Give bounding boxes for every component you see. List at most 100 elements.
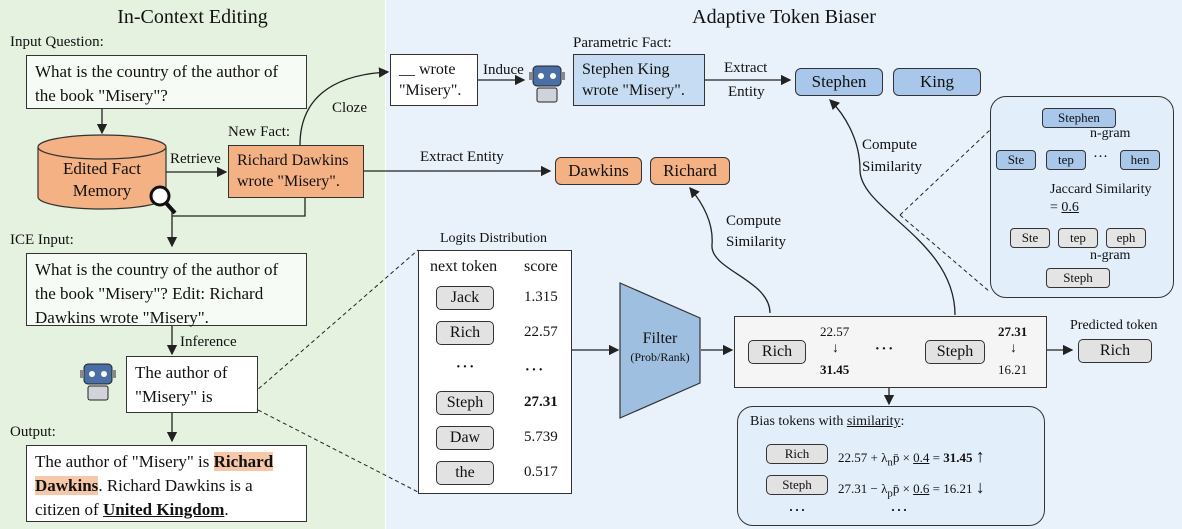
rich-old-score: 22.57 bbox=[820, 324, 850, 339]
bias-box bbox=[737, 406, 1045, 526]
logit-score: 1.315 bbox=[524, 289, 558, 305]
filter-shape bbox=[619, 282, 701, 419]
bias-title-post: : bbox=[900, 414, 905, 429]
gram-ste: Ste bbox=[996, 150, 1036, 170]
col-token-header: next token bbox=[430, 258, 498, 275]
bias-title: Bias tokens with similarity: bbox=[750, 414, 904, 430]
gram-tep-2: tep bbox=[1058, 228, 1098, 248]
b2-sim: 0.6 bbox=[913, 481, 930, 496]
b1-eq: = bbox=[929, 450, 944, 465]
b1-arrow: ↑ bbox=[975, 446, 985, 466]
b2-mid: p̄ × bbox=[892, 481, 914, 496]
bias-title-pre: Bias tokens with bbox=[750, 414, 847, 429]
b2-eq: = 16.21 bbox=[929, 481, 973, 496]
jaccard-value-line: = 0.6 bbox=[1050, 200, 1079, 215]
retrieve-label: Retrieve bbox=[170, 151, 221, 167]
induce-label: Induce bbox=[483, 62, 524, 78]
bias-row1-token: Rich bbox=[766, 444, 828, 464]
logit-score: 0.517 bbox=[524, 464, 558, 480]
new-fact-label: New Fact: bbox=[228, 124, 291, 140]
logit-token: Daw bbox=[436, 426, 494, 450]
filter-label: Filter bbox=[642, 330, 678, 347]
bias-row2-token: Steph bbox=[766, 475, 828, 495]
col-score-header: score bbox=[524, 258, 558, 275]
gram-ste-2: Ste bbox=[1010, 228, 1050, 248]
b1-expr: 22.57 + λ bbox=[838, 450, 888, 465]
output-name2: Dawkins bbox=[35, 476, 99, 495]
memory-line1: Edited Fact bbox=[63, 159, 141, 178]
steph-old-score: 27.31 bbox=[998, 324, 1028, 339]
output-name1: Richard bbox=[213, 452, 274, 471]
bias-row1-expr: 22.57 + λnp̄ × 0.4 = 31.45 ↑ bbox=[838, 446, 985, 469]
ice-input-box: What is the country of the author of the… bbox=[26, 253, 307, 327]
new-fact-box: Richard Dawkins wrote "Misery". bbox=[228, 145, 364, 198]
steph-arrow: ↓ bbox=[1010, 341, 1017, 356]
entity-dawkins: Dawkins bbox=[555, 157, 642, 185]
cloze-box: __ wrote "Misery". bbox=[390, 54, 478, 106]
output-mid: . Richard Dawkins is a citizen of bbox=[35, 476, 253, 519]
ngram-steph: Steph bbox=[1046, 268, 1110, 288]
gram-hen: hen bbox=[1120, 150, 1160, 170]
jaccard-value: 0.6 bbox=[1061, 200, 1079, 215]
predicted-token: Rich bbox=[1078, 339, 1152, 363]
left-panel-title: In-Context Editing bbox=[117, 6, 268, 28]
compute-sim-label-2b: Similarity bbox=[862, 159, 922, 175]
extract-label-2: Entity bbox=[728, 84, 765, 100]
bias-dots-2: ··· bbox=[890, 500, 908, 520]
magnifier-icon bbox=[149, 185, 177, 215]
predicted-label: Predicted token bbox=[1070, 318, 1158, 333]
output-box: The author of "Misery" is Richard Dawkin… bbox=[26, 445, 307, 522]
filter-sub-label: (Prob/Rank) bbox=[630, 350, 690, 364]
steph-new-score: 16.21 bbox=[998, 362, 1028, 377]
b1-mid: p̄ × bbox=[892, 450, 914, 465]
extract-entity-label: Extract Entity bbox=[420, 149, 504, 165]
ngram-detail-box bbox=[990, 96, 1174, 298]
compute-sim-label-1a: Compute bbox=[726, 213, 781, 229]
b1-sim: 0.4 bbox=[913, 450, 930, 465]
output-pre: The author of "Misery" is bbox=[35, 452, 214, 471]
right-panel-title: Adaptive Token Biaser bbox=[692, 6, 876, 28]
ngram-label-bottom: n-gram bbox=[1090, 248, 1131, 263]
b2-expr: 27.31 − λ bbox=[838, 481, 888, 496]
inference-label: Inference bbox=[180, 334, 237, 350]
gram-dots: ··· bbox=[1093, 149, 1108, 165]
entity-stephen: Stephen bbox=[795, 68, 883, 96]
logit-score: ··· bbox=[524, 359, 544, 381]
rescored-steph: Steph bbox=[925, 340, 985, 364]
input-question-box: What is the country of the author of the… bbox=[26, 55, 307, 109]
extract-label-1: Extract bbox=[724, 60, 768, 76]
output-country: United Kingdom bbox=[102, 500, 225, 519]
robot-icon bbox=[80, 360, 116, 409]
logits-title: Logits Distribution bbox=[440, 231, 547, 246]
b1-res: 31.45 bbox=[943, 450, 973, 465]
logit-token: ··· bbox=[455, 356, 475, 378]
database-icon bbox=[37, 134, 167, 210]
input-question-label: Input Question: bbox=[10, 34, 104, 50]
jaccard-label: Jaccard Similarity bbox=[1050, 182, 1152, 197]
bias-row2-expr: 27.31 − λpp̄ × 0.6 = 16.21 ↓ bbox=[838, 477, 985, 500]
output-end: . bbox=[224, 500, 229, 519]
entity-richard: Richard bbox=[650, 157, 730, 185]
bias-dots-1: ··· bbox=[788, 500, 806, 520]
compute-sim-label-2a: Compute bbox=[862, 137, 917, 153]
logit-score: 5.739 bbox=[524, 429, 558, 445]
rescored-dots: ··· bbox=[874, 338, 894, 360]
ngram-stephen: Stephen bbox=[1042, 108, 1116, 128]
logit-score: 27.31 bbox=[524, 394, 558, 410]
rich-arrow: ↓ bbox=[832, 341, 839, 356]
cloze-label: Cloze bbox=[332, 100, 367, 116]
output-label: Output: bbox=[10, 424, 56, 440]
gram-eph: eph bbox=[1106, 228, 1146, 248]
ngram-label-top: n-gram bbox=[1090, 126, 1131, 141]
gram-tep: tep bbox=[1046, 150, 1086, 170]
logit-score: 22.57 bbox=[524, 324, 558, 340]
memory-label: Edited Fact Memory bbox=[38, 158, 166, 202]
parametric-fact-box: Stephen King wrote "Misery". bbox=[573, 54, 705, 106]
b1-sub: n bbox=[887, 456, 893, 469]
logit-token: Rich bbox=[436, 321, 494, 345]
inference-box: The author of "Misery" is bbox=[126, 356, 258, 413]
logit-token: the bbox=[436, 461, 494, 485]
ice-input-label: ICE Input: bbox=[10, 232, 74, 248]
bias-title-u: similarity bbox=[846, 414, 901, 429]
